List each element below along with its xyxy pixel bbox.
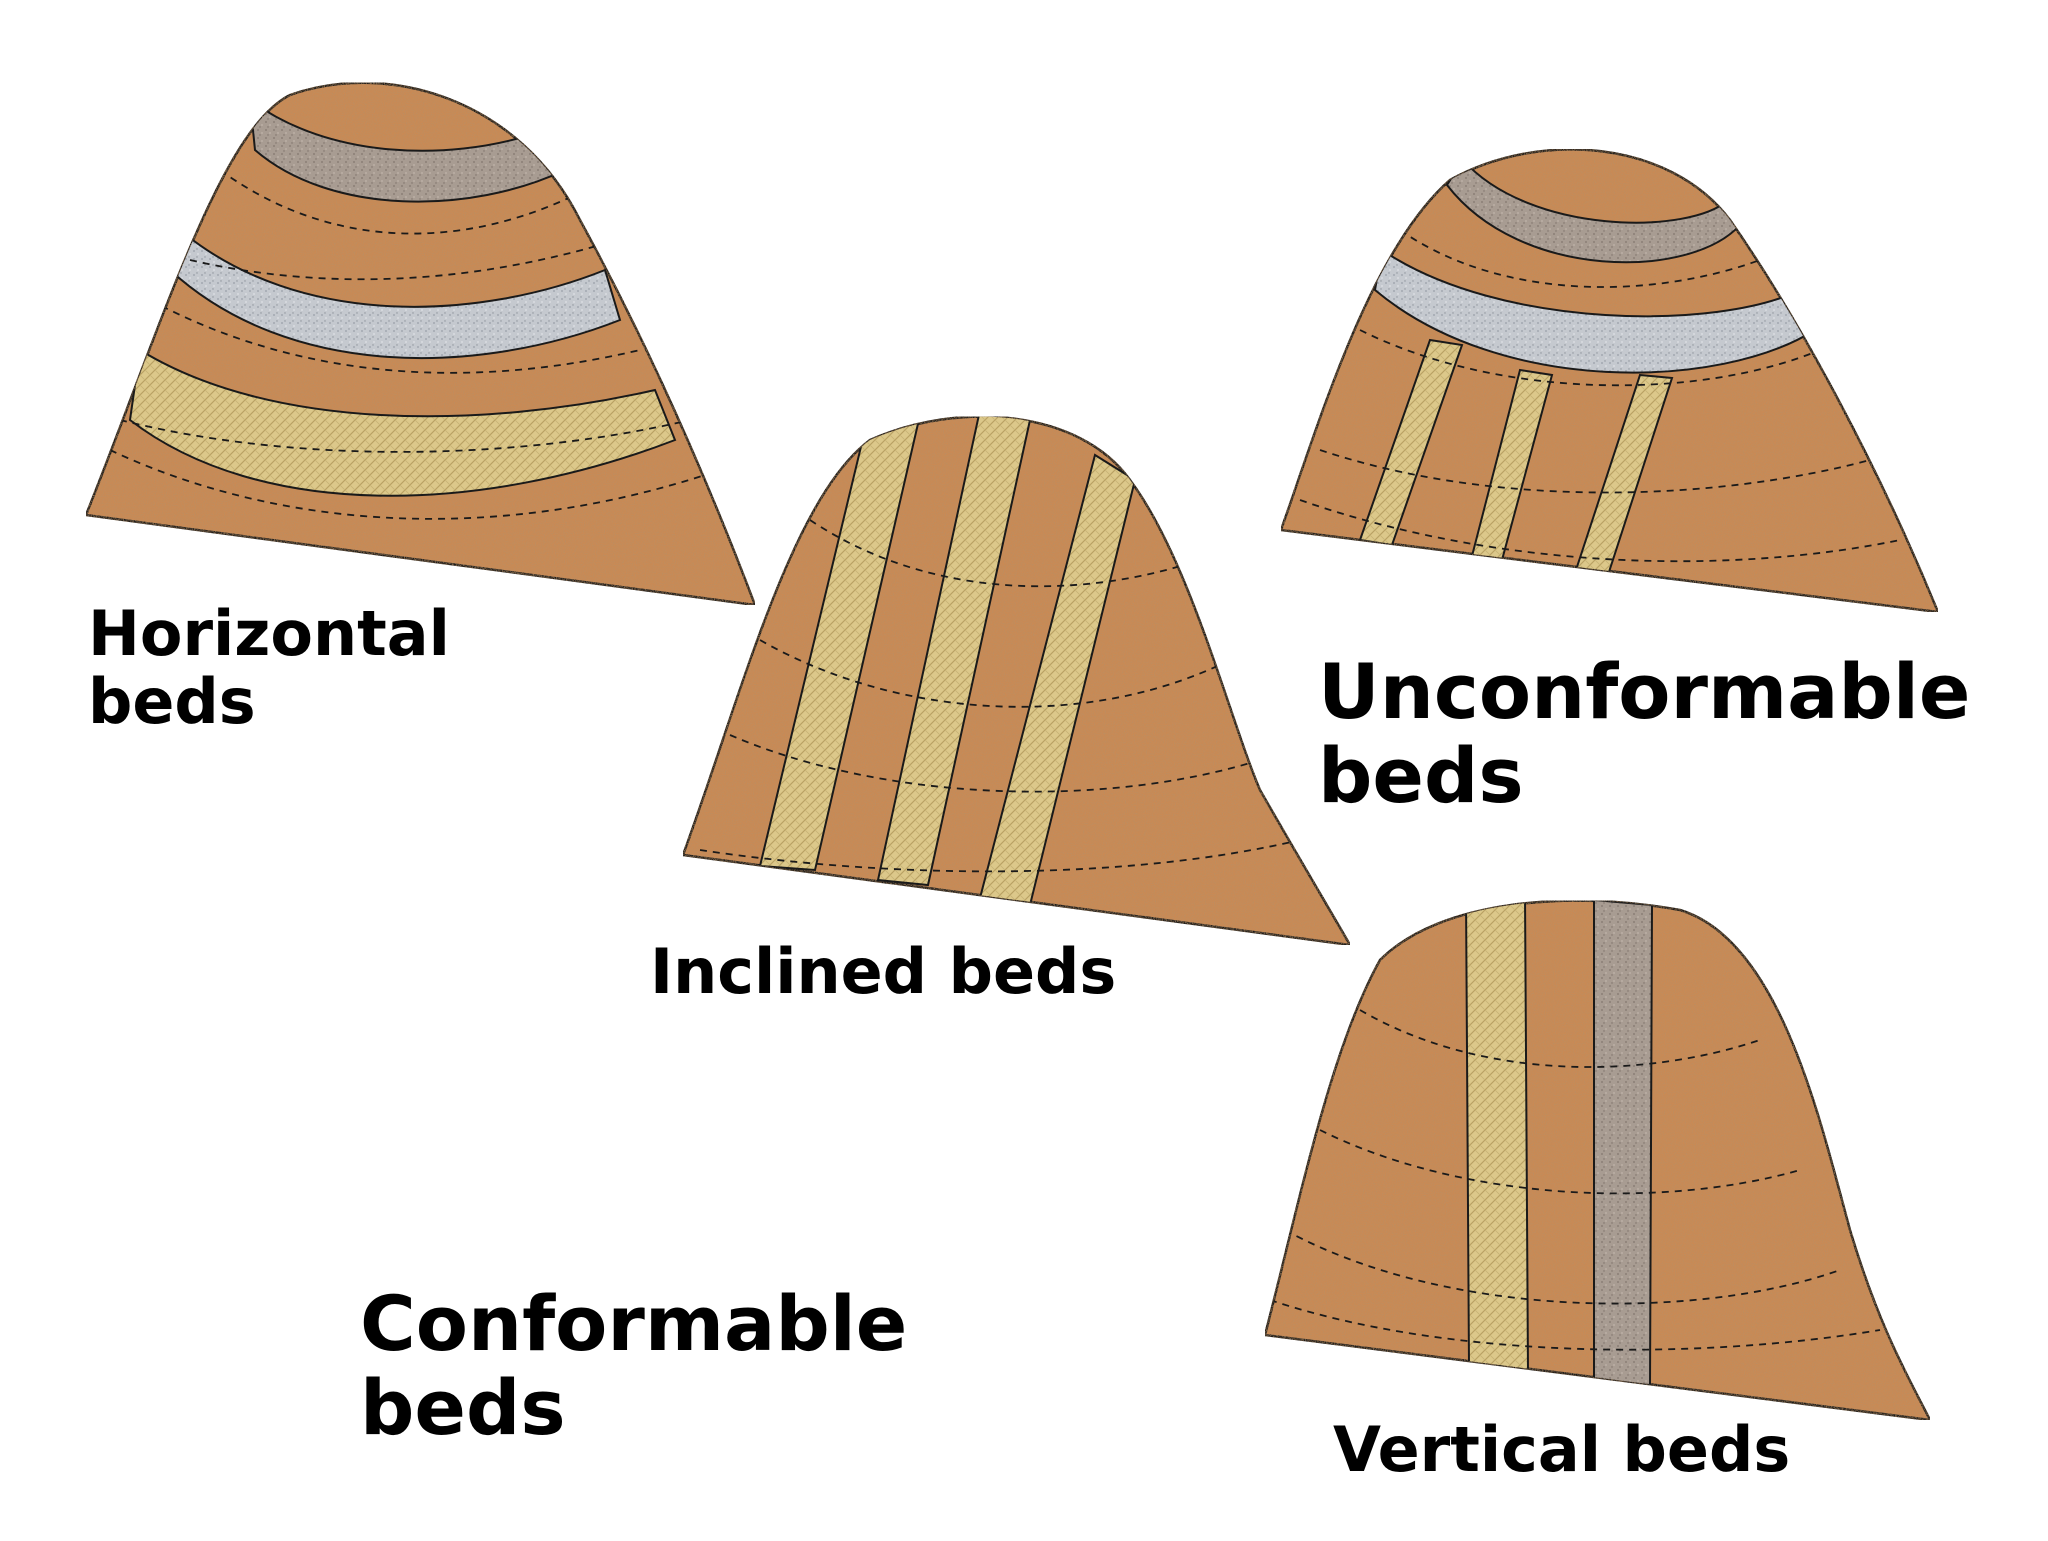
- vertical-sand-band: [1464, 900, 1530, 1374]
- unconformable-beds-figure: [1279, 148, 1940, 614]
- label-conformable-beds: Conformable beds: [360, 1282, 907, 1449]
- label-inclined-beds: Inclined beds: [650, 935, 1117, 1008]
- vertical-beds-figure: [1263, 899, 1933, 1422]
- label-horizontal-beds: Horizontal beds: [88, 597, 450, 739]
- label-unconformable-line2: beds: [1318, 730, 1524, 820]
- label-conformable-line1: Conformable: [360, 1279, 908, 1368]
- label-horizontal-line2: beds: [88, 665, 256, 739]
- sand-band: [128, 348, 677, 497]
- vertical-gray-band: [1593, 900, 1654, 1387]
- label-vertical-beds: Vertical beds: [1333, 1413, 1791, 1486]
- label-unconformable-line1: Unconformable: [1318, 647, 1971, 736]
- label-horizontal-line1: Horizontal: [88, 597, 450, 670]
- light-gray-band: [168, 228, 622, 360]
- label-conformable-line2: beds: [360, 1362, 566, 1452]
- mountain-unconformable: [1279, 148, 1940, 614]
- horizontal-beds-figure: [84, 81, 757, 607]
- inclined-beds-figure: [681, 415, 1353, 947]
- label-unconformable-beds: Unconformable beds: [1318, 650, 1970, 817]
